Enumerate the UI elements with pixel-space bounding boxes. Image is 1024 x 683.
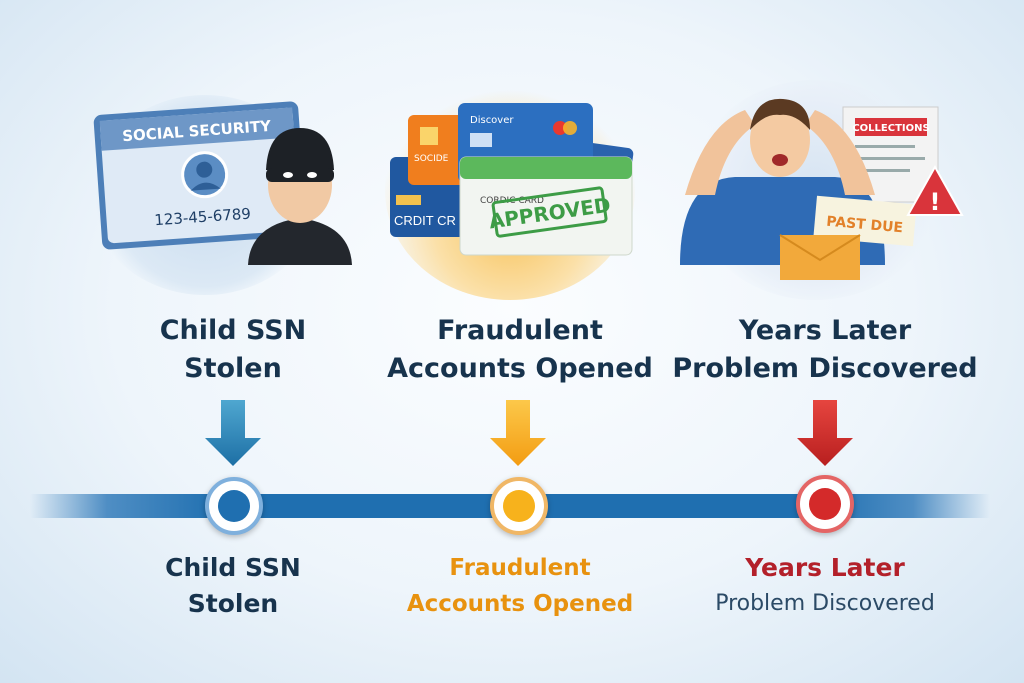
- arrow-down-icon: [205, 400, 261, 466]
- caption-line: Problem Discovered: [715, 591, 935, 616]
- caption-line: Child SSN: [165, 553, 301, 582]
- step-title-line: Problem Discovered: [672, 353, 978, 384]
- ssn-theft-illustration: SOCIAL SECURITY 123-45-6789: [93, 101, 352, 265]
- arrow-down-icon: [797, 400, 853, 466]
- past-due-letter: [813, 195, 917, 247]
- step-title-line: Years Later: [738, 315, 912, 346]
- timeline-node-1[interactable]: [205, 477, 263, 535]
- card-text: CRDIT CR: [394, 213, 456, 228]
- caption-line: Fraudulent: [449, 555, 591, 581]
- caption-line: Years Later: [745, 553, 905, 582]
- fraud-cards-illustration: CRDIT CR SOCIDE Discover CORDIC CARD APP…: [390, 103, 634, 256]
- step-1-caption: Child SSN Stolen: [73, 550, 393, 622]
- caption-line: Accounts Opened: [406, 591, 634, 617]
- step-title-line: Accounts Opened: [387, 353, 653, 384]
- warning-icon: !: [906, 164, 964, 216]
- timeline-node-2[interactable]: [490, 477, 548, 535]
- collections-text: COLLECTIONS: [852, 123, 929, 134]
- arrow-down-icon: [490, 400, 546, 466]
- past-due-text: PAST DUE: [826, 214, 904, 237]
- timeline-node-3[interactable]: [796, 475, 854, 533]
- svg-text:!: !: [930, 188, 941, 216]
- card-text: SOCIDE: [414, 154, 449, 164]
- step-1-title: Child SSN Stolen: [73, 312, 393, 388]
- problem-discovered-illustration: COLLECTIONS PAST DUE !: [680, 98, 964, 280]
- card-text: Discover: [470, 115, 514, 126]
- step-title-line: Child SSN: [159, 315, 307, 346]
- caption-line: Stolen: [187, 589, 279, 618]
- step-title-line: Fraudulent: [437, 315, 603, 346]
- step-title-line: Stolen: [184, 353, 282, 384]
- thief-icon: [248, 128, 352, 265]
